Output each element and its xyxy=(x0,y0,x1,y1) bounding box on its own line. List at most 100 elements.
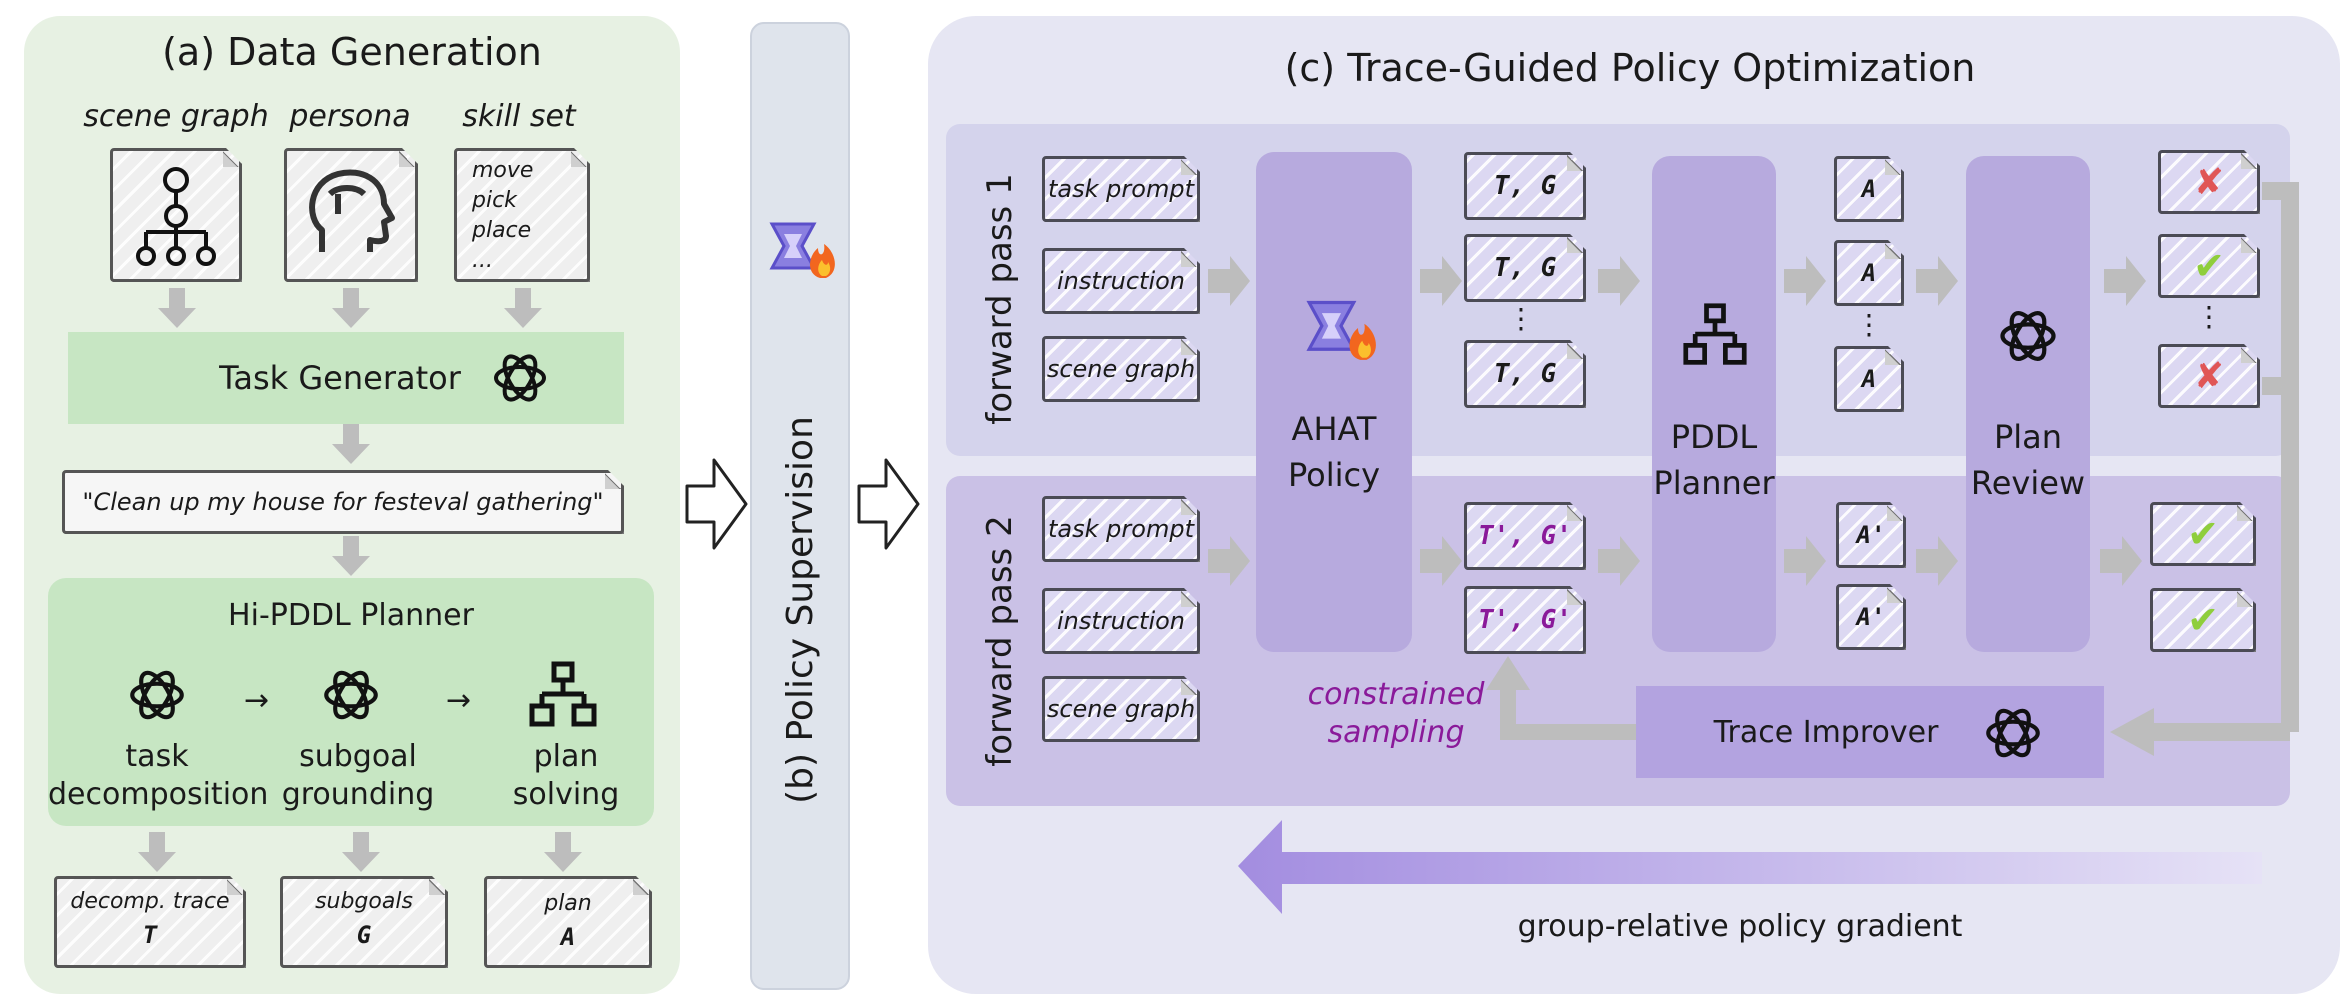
skill-item: pick xyxy=(472,188,517,213)
down-arrow-icon xyxy=(332,424,370,464)
outline-arrow-right-icon xyxy=(857,458,920,550)
vertical-dots: ⋮ xyxy=(1507,301,1535,335)
right-arrow-icon xyxy=(1598,256,1640,306)
right-arrow-icon xyxy=(1916,256,1958,306)
panel-a-title: (a) Data Generation xyxy=(162,30,542,74)
input-note xyxy=(1042,588,1200,654)
skill-set-note xyxy=(454,148,590,282)
check-icon: ✔ xyxy=(2193,244,2225,288)
plan-prime-text: A' xyxy=(1856,603,1886,631)
input-label-skill-set: skill set xyxy=(462,98,576,134)
plan-note xyxy=(1834,240,1904,306)
hi-pddl-planner-title: Hi-PDDL Planner xyxy=(228,597,474,633)
down-arrow-icon xyxy=(504,288,542,328)
down-arrow-icon xyxy=(138,832,176,872)
input-note xyxy=(1042,336,1200,402)
plan-text: A xyxy=(1861,175,1877,203)
skill-item: ... xyxy=(472,248,493,273)
plan-prime-text: A' xyxy=(1856,521,1886,549)
panel-policy-supervision xyxy=(750,22,850,990)
vertical-dots: ⋮ xyxy=(2195,299,2223,333)
result-note xyxy=(2158,150,2260,214)
tg-note xyxy=(1464,340,1586,408)
input-instruction-2: instruction xyxy=(1056,607,1186,635)
right-arrow-icon xyxy=(1208,536,1250,586)
feedback-connector xyxy=(2110,182,2299,756)
result-note xyxy=(2158,234,2260,298)
plan-note xyxy=(1834,156,1904,222)
result-note xyxy=(2158,344,2260,408)
right-arrow-icon xyxy=(1208,256,1250,306)
tg-prime-text: T', G' xyxy=(1478,605,1572,635)
task-example-note xyxy=(62,470,624,534)
plan-prime-note xyxy=(1836,584,1906,650)
skill-item: place xyxy=(472,218,532,243)
skill-list: move pick place ... xyxy=(472,156,582,280)
openai-logo-icon xyxy=(494,354,546,402)
model-logo-flame-icon xyxy=(769,222,835,278)
input-task-prompt-1: task prompt xyxy=(1048,175,1194,203)
step-label-task-decomposition: task decomposition xyxy=(48,739,269,812)
persona-note xyxy=(284,148,418,282)
tg-prime-note xyxy=(1464,502,1586,570)
tg-note xyxy=(1464,152,1586,220)
pddl-planner-module xyxy=(1652,156,1776,652)
tg-note xyxy=(1464,234,1586,302)
down-arrow-icon xyxy=(332,536,370,576)
ahat-policy-module xyxy=(1256,152,1412,652)
right-arrow-icon xyxy=(1916,536,1958,586)
cross-icon: ✘ xyxy=(2193,355,2225,397)
tree-graph-icon xyxy=(136,167,216,266)
panel-b-title: (b) Policy Supervision xyxy=(779,416,821,804)
input-label-scene-graph: scene graph xyxy=(83,98,269,134)
down-arrow-icon xyxy=(544,832,582,872)
output-symbol-trace: T xyxy=(142,921,158,949)
output-label-subgoals: subgoals xyxy=(315,888,413,914)
right-arrow-icon xyxy=(1784,536,1826,586)
input-note xyxy=(1042,248,1200,314)
constrained-sampling-connector xyxy=(1486,656,1636,740)
vertical-dots: ⋮ xyxy=(1855,307,1883,341)
pddl-planner-label: PDDL Planner xyxy=(1653,418,1775,502)
down-arrow-icon xyxy=(342,832,380,872)
input-scene-graph-2: scene graph xyxy=(1046,695,1196,723)
openai-logo-icon xyxy=(324,670,378,720)
step-label-subgoal-grounding: subgoal grounding xyxy=(281,739,435,812)
right-arrow-icon xyxy=(1420,536,1462,586)
outline-arrow-right-icon xyxy=(685,458,748,550)
openai-logo-icon xyxy=(130,670,184,720)
result-note xyxy=(2150,588,2256,652)
input-scene-graph-1: scene graph xyxy=(1046,355,1196,383)
arrow-right-icon: → xyxy=(244,683,270,718)
plan-review-module xyxy=(1966,156,2090,652)
arrow-right-icon: → xyxy=(446,683,472,718)
input-task-prompt-2: task prompt xyxy=(1048,515,1194,543)
down-arrow-icon xyxy=(158,288,196,328)
right-arrow-icon xyxy=(1420,256,1462,306)
input-note xyxy=(1042,156,1200,222)
plan-note xyxy=(1834,346,1904,412)
output-note-subgoals xyxy=(280,876,448,968)
input-note xyxy=(1042,676,1200,742)
head-profile-icon xyxy=(309,169,395,252)
result-note xyxy=(2150,502,2256,566)
down-arrow-icon xyxy=(332,288,370,328)
task-generator-label: Task Generator xyxy=(219,359,461,397)
ahat-policy-label: AHAT Policy xyxy=(1287,410,1381,494)
skill-item: move xyxy=(472,158,534,183)
step-label-plan-solving: plan solving xyxy=(512,739,620,812)
openai-logo-icon xyxy=(1986,708,2040,758)
cross-icon: ✘ xyxy=(2193,161,2225,203)
output-label-trace: decomp. trace xyxy=(70,888,230,914)
tg-prime-text: T', G' xyxy=(1478,521,1572,551)
openai-logo-icon xyxy=(2000,311,2056,361)
task-example-text: "Clean up my house for festeval gatherin… xyxy=(82,488,604,516)
input-instruction-1: instruction xyxy=(1056,267,1186,295)
output-note-trace xyxy=(54,876,246,968)
output-symbol-subgoals: G xyxy=(356,921,372,949)
forward-pass-2-label: forward pass 2 xyxy=(980,515,1020,767)
model-logo-flame-icon xyxy=(1306,300,1376,360)
gradient-label: group-relative policy gradient xyxy=(1517,908,1963,944)
tg-text: T, G xyxy=(1493,253,1557,283)
trace-improver-label: Trace Improver xyxy=(1713,714,1939,750)
